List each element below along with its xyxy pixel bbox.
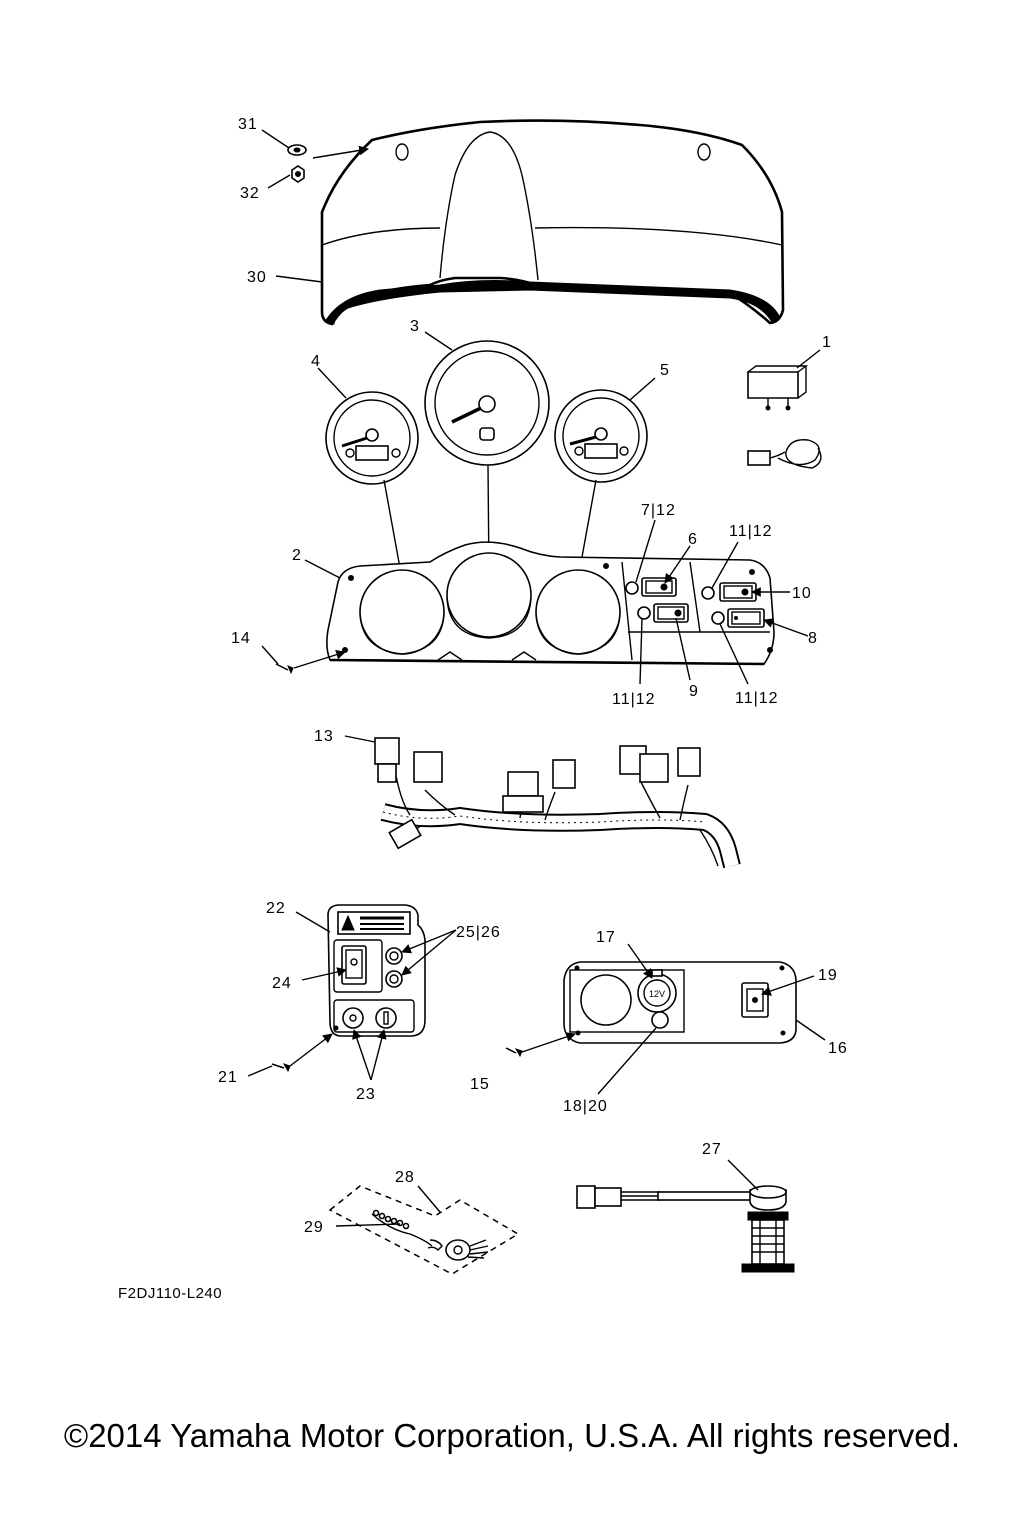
leader-2	[304, 559, 341, 579]
screw-part-21	[271, 1063, 291, 1073]
leader-31	[261, 129, 290, 149]
callout-7-12: 7|12	[641, 502, 676, 519]
leader-29	[335, 1223, 401, 1227]
callout-1: 1	[822, 334, 832, 351]
gauge-part-4	[325, 391, 419, 485]
callout-16: 16	[828, 1040, 848, 1057]
callout-14: 14	[231, 630, 251, 647]
callout-22: 22	[266, 900, 286, 917]
callout-19: 19	[818, 967, 838, 984]
callout-32: 32	[240, 185, 260, 202]
leader-11-12-right	[719, 623, 749, 685]
copyright-notice: ©2014 Yamaha Motor Corporation, U.S.A. A…	[63, 1417, 961, 1454]
dash-cover-part-30	[320, 119, 785, 326]
switch-panel-part-22	[327, 904, 426, 1037]
gauge-part-5	[554, 389, 648, 483]
callout-11-12-left: 11|12	[612, 691, 656, 708]
screw-part-15	[505, 1047, 523, 1058]
switch-kit-part-28	[328, 1185, 520, 1275]
callout-18-20: 18|20	[563, 1098, 608, 1115]
module-part-1	[747, 365, 822, 469]
callout-5: 5	[660, 362, 670, 379]
leader-11-12-top	[711, 541, 739, 589]
callout-30: 30	[247, 269, 267, 286]
leader-14-b	[293, 649, 346, 669]
callout-4: 4	[311, 353, 321, 370]
instrument-panel-part-2	[326, 541, 775, 666]
leader-22	[295, 911, 331, 933]
leader-32	[267, 174, 291, 189]
leader-25-26-a	[401, 929, 457, 954]
leader-1	[796, 349, 821, 369]
leader-17	[627, 943, 653, 979]
callout-13: 13	[314, 728, 334, 745]
leader-25-26-b	[401, 929, 457, 976]
leader-30	[275, 275, 323, 283]
wire-harness-part-13	[374, 737, 741, 869]
leader-27	[727, 1159, 759, 1191]
leader-11-12-left	[639, 618, 643, 685]
gauge-part-3	[424, 340, 550, 466]
callout-8: 8	[808, 630, 818, 647]
leader-7-12	[635, 519, 656, 583]
callout-15: 15	[470, 1076, 490, 1093]
callout-23: 23	[356, 1086, 376, 1103]
leader-19	[761, 975, 815, 996]
nut-part-32	[291, 165, 305, 183]
leader-8	[763, 618, 809, 637]
leader-14-a	[261, 645, 279, 665]
callout-labels: 31 32 30 3 4 5 1 7|12 6 11|12 2 10 14 8 …	[118, 116, 848, 1302]
leader-21-a	[247, 1065, 273, 1077]
callout-9: 9	[689, 683, 699, 700]
sensor-part-27	[576, 1185, 795, 1273]
leader-13	[344, 735, 376, 743]
callout-31: 31	[238, 116, 258, 133]
leader-28	[417, 1185, 441, 1213]
callout-2: 2	[292, 547, 302, 564]
callout-24: 24	[272, 975, 292, 992]
callout-3: 3	[410, 318, 420, 335]
leader-24	[301, 967, 347, 981]
leader-18-20	[597, 1027, 657, 1095]
callout-21: 21	[218, 1069, 238, 1086]
leader-23-b	[370, 1029, 387, 1081]
leader-4	[317, 367, 347, 399]
leader-15	[521, 1032, 576, 1053]
callout-17: 17	[596, 929, 616, 946]
leader-5	[629, 377, 656, 401]
leader-23-a	[352, 1029, 372, 1081]
leader-16	[795, 1019, 826, 1041]
screw-part-14	[275, 663, 294, 675]
callout-27: 27	[702, 1141, 722, 1158]
callout-11-12-top: 11|12	[729, 523, 773, 540]
leader-6	[664, 545, 691, 584]
leader-3	[424, 331, 453, 351]
leader-31-32	[312, 145, 369, 159]
washer-part-31	[287, 144, 307, 156]
callout-10: 10	[792, 585, 812, 602]
accessory-panel-part-16	[563, 961, 797, 1044]
callout-11-12-right: 11|12	[735, 690, 779, 707]
diagram-code: F2DJ110-L240	[118, 1285, 222, 1302]
callout-28: 28	[395, 1169, 415, 1186]
leader-21-b	[289, 1033, 333, 1067]
callout-29: 29	[304, 1219, 324, 1236]
outlet-label: 12V	[649, 989, 665, 999]
callout-25-26: 25|26	[456, 924, 501, 941]
callout-6: 6	[688, 531, 698, 548]
leader-9	[675, 617, 691, 681]
